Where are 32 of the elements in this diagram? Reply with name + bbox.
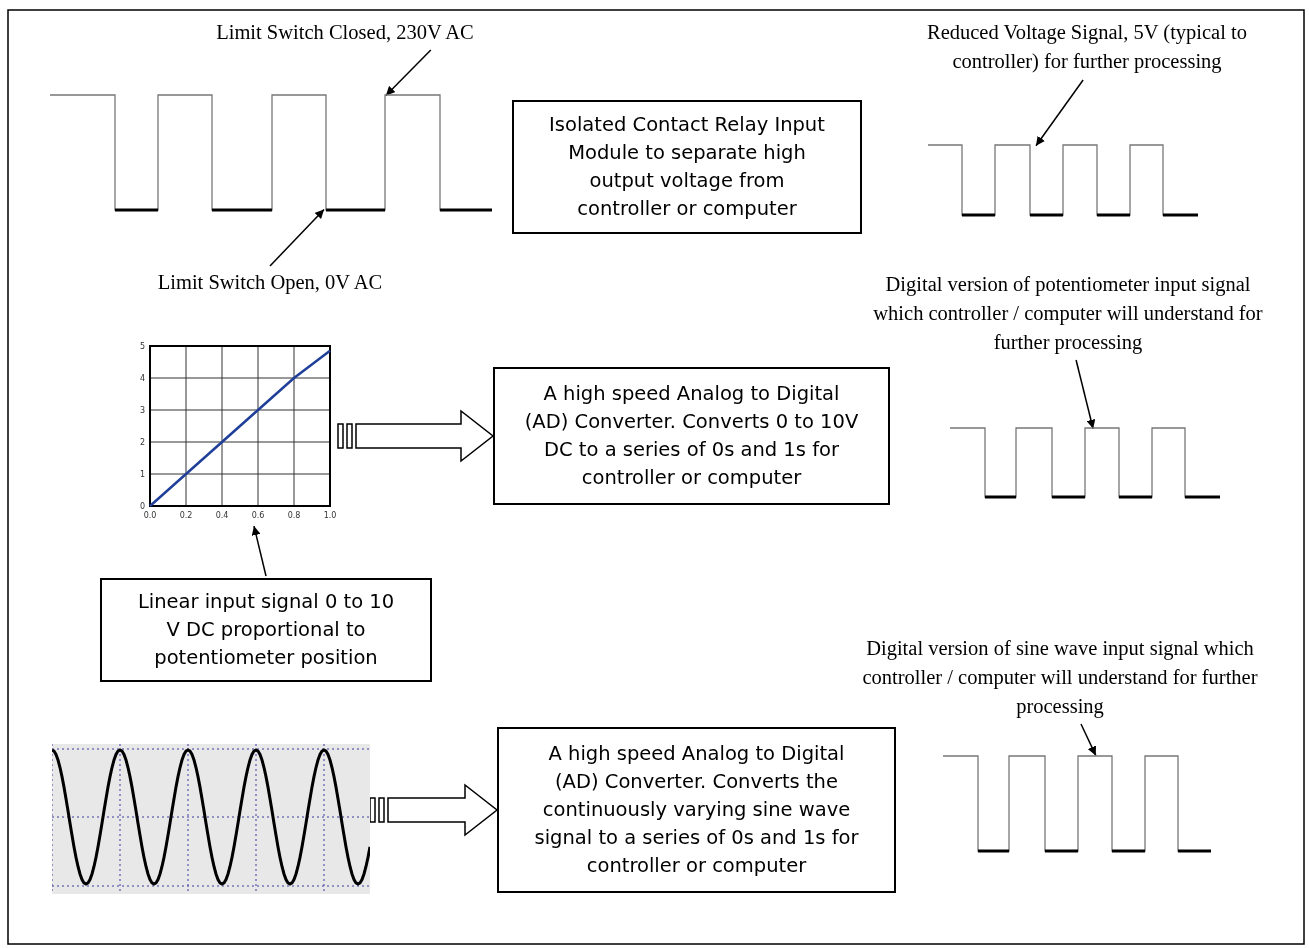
process-box: A high speed Analog to Digital (AD) Converter. Converts the continuously varying sine wave signal to a series of 0s and 1s for controller or computer (497, 727, 896, 893)
annotation-text: Digital version of sine wave input signal which controller / computer will understand for further processing (850, 634, 1270, 722)
sine-wave-drawing (52, 744, 370, 894)
leader-arrow (1035, 79, 1084, 147)
annotation-text: Digital version of potentiometer input signal which controller / computer will understand for further processing (866, 270, 1270, 358)
tick-label: 1 (139, 470, 145, 479)
tick-label: 2 (139, 438, 145, 447)
process-box: Isolated Contact Relay Input Module to separate high output voltage from controller or computer (512, 100, 862, 234)
tick-label: 0.6 (251, 511, 265, 520)
leader-arrow (269, 208, 325, 267)
square-wave-drawing (950, 425, 1220, 500)
tick-label: 0.4 (215, 511, 229, 520)
tick-label: 0.2 (179, 511, 193, 520)
tick-label: 3 (139, 406, 145, 415)
leader-arrow (1080, 723, 1097, 757)
leader-arrow (251, 525, 267, 577)
tick-label: 0 (139, 502, 145, 511)
tick-label: 0.0 (143, 511, 157, 520)
tick-label: 5 (139, 342, 145, 351)
annotation-text: Limit Switch Closed, 230V AC (150, 18, 540, 48)
process-box: Linear input signal 0 to 10 V DC proportional to potentiometer position (100, 578, 432, 682)
tick-label: 0.8 (287, 511, 301, 520)
leader-arrow (385, 49, 432, 97)
annotation-text: Reduced Voltage Signal, 5V (typical to controller) for further processing (892, 18, 1282, 78)
process-box: A high speed Analog to Digital (AD) Converter. Converts 0 to 10V DC to a series of 0s and 1s for controller or computer (493, 367, 890, 505)
block-arrow (337, 409, 495, 463)
tick-label: 4 (139, 374, 145, 383)
annotation-text: Limit Switch Open, 0V AC (110, 268, 430, 298)
tick-label: 1.0 (323, 511, 337, 520)
leader-arrow (1075, 359, 1096, 430)
square-wave-drawing (928, 142, 1198, 218)
block-arrow (369, 783, 499, 837)
